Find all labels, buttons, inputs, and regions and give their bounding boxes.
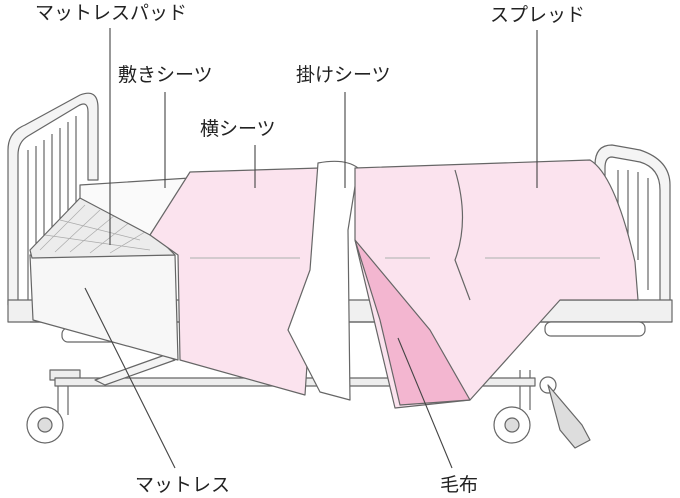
label-bedspread: スプレッド: [490, 4, 586, 26]
blanket-shape: [354, 239, 471, 406]
label-mattress-pad: マットレスパッド: [35, 2, 188, 24]
leader-lines: [84, 28, 538, 469]
label-blanket: 毛布: [440, 474, 479, 496]
mattress-shape: [29, 254, 179, 361]
label-mattress: マットレス: [135, 474, 231, 496]
top-sheet-shape: [287, 160, 359, 401]
footboard: [594, 144, 671, 316]
label-top-sheet: 掛けシーツ: [296, 64, 391, 86]
label-draw-sheet: 横シーツ: [200, 118, 276, 140]
headboard: [7, 92, 99, 306]
label-bottom-sheet: 敷きシーツ: [118, 64, 213, 86]
